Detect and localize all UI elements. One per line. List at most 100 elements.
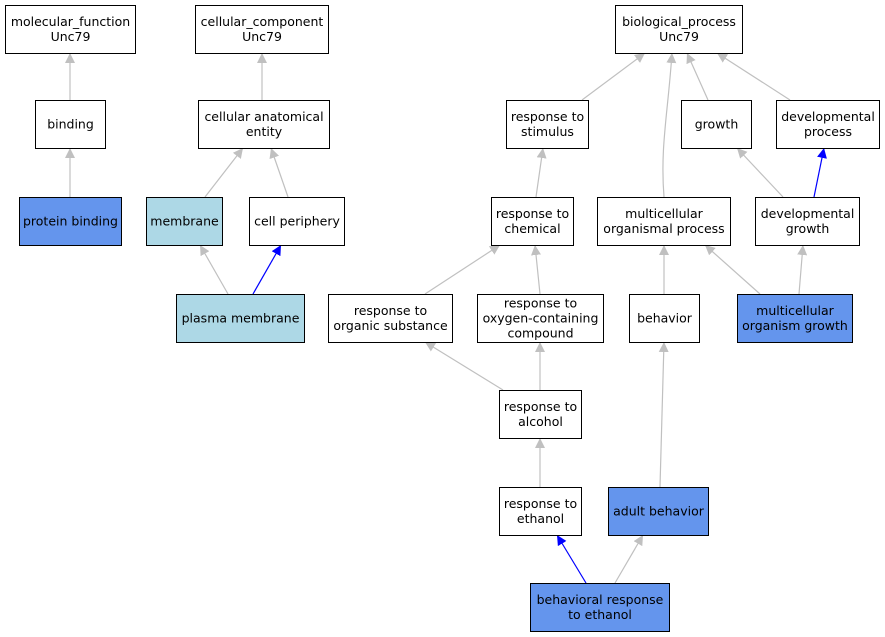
node-growth[interactable]: growth <box>681 100 752 149</box>
node-label-line: response to <box>496 206 569 221</box>
edge-developmental-growth-to-developmental-process <box>813 147 827 198</box>
node-box <box>506 100 589 149</box>
node-box <box>35 100 106 149</box>
node-plasma-membrane[interactable]: plasma membrane <box>176 294 305 343</box>
node-label-line: protein binding <box>23 214 118 229</box>
node-binding[interactable]: binding <box>35 100 106 149</box>
edge-response-to-stimulus-to-biological-process <box>581 52 646 101</box>
edge-cell-periphery-to-cellular-anatomical-entity <box>269 147 289 198</box>
node-label-line: response to <box>504 496 577 511</box>
node-label-line: entity <box>246 124 283 139</box>
node-box <box>491 197 574 246</box>
node-label-line: organism growth <box>742 318 848 333</box>
edge-multicellular-organism-growth-to-multicellular-organismal-process <box>704 244 761 295</box>
node-label-line: response to <box>504 399 577 414</box>
node-label-line: plasma membrane <box>182 311 300 326</box>
edge-multicellular-organismal-process-to-biological-process <box>662 52 677 198</box>
node-box <box>477 294 604 343</box>
edge-plasma-membrane-to-cell-periphery <box>252 244 282 295</box>
node-label-line: alcohol <box>518 414 563 429</box>
node-label-line: growth <box>786 221 830 236</box>
node-box <box>195 5 329 54</box>
node-box <box>499 390 582 439</box>
node-label-line: stimulus <box>521 124 574 139</box>
node-box <box>176 294 305 343</box>
node-box <box>629 294 700 343</box>
node-membrane[interactable]: membrane <box>146 197 223 246</box>
node-label-line: membrane <box>150 214 219 229</box>
node-label-line: response to <box>511 109 584 124</box>
node-label-line: oxygen-containing <box>483 311 599 326</box>
node-label-line: molecular_function <box>11 14 130 29</box>
node-box <box>5 5 136 54</box>
node-label-line: organismal process <box>603 221 724 236</box>
edge-membrane-to-cellular-anatomical-entity <box>204 147 244 198</box>
edge-adult-behavior-to-behavior <box>658 341 669 488</box>
node-label-line: process <box>804 124 852 139</box>
edge-developmental-process-to-biological-process <box>716 52 791 101</box>
node-label-line: cellular_component <box>201 14 324 29</box>
node-label-line: growth <box>695 117 739 132</box>
node-label-line: organic substance <box>333 318 448 333</box>
node-box <box>597 197 731 246</box>
node-protein-binding[interactable]: protein binding <box>19 197 122 246</box>
node-label-line: response to <box>504 296 577 311</box>
node-box <box>776 100 880 149</box>
edge-behavioral-response-to-ethanol-to-adult-behavior <box>614 534 644 584</box>
node-label-line: to ethanol <box>568 607 632 622</box>
node-behavior[interactable]: behavior <box>629 294 700 343</box>
node-label-line: adult behavior <box>613 504 705 519</box>
node-box <box>499 487 582 536</box>
node-box <box>681 100 752 149</box>
node-label-line: developmental <box>761 206 855 221</box>
node-box <box>608 487 709 536</box>
node-label-line: biological_process <box>622 14 736 29</box>
node-box <box>615 5 743 54</box>
node-label-line: multicellular <box>756 303 835 318</box>
node-box <box>146 197 223 246</box>
node-label-line: developmental <box>781 109 875 124</box>
node-box <box>530 583 670 632</box>
edge-response-to-alcohol-to-response-to-organic-substance <box>424 341 504 391</box>
node-cell-periphery[interactable]: cell periphery <box>249 197 345 246</box>
node-box <box>249 197 345 246</box>
node-box <box>198 100 330 149</box>
node-adult-behavior[interactable]: adult behavior <box>608 487 709 536</box>
node-label-line: multicellular <box>625 206 704 221</box>
node-label-line: behavioral response <box>537 592 664 607</box>
edges-layer <box>65 52 827 584</box>
edge-multicellular-organism-growth-to-developmental-growth <box>797 244 808 295</box>
node-label-line: binding <box>47 117 94 132</box>
edge-behavioral-response-to-ethanol-to-response-to-ethanol <box>556 534 587 584</box>
node-label-line: cell periphery <box>254 214 340 229</box>
node-box <box>328 294 453 343</box>
edge-plasma-membrane-to-membrane <box>199 244 229 295</box>
node-label-line: cellular anatomical <box>204 109 323 124</box>
node-box <box>19 197 122 246</box>
node-label-line: compound <box>507 326 573 341</box>
node-box <box>755 197 860 246</box>
node-label-line: Unc79 <box>242 29 282 44</box>
node-label-line: Unc79 <box>51 29 91 44</box>
edge-response-to-chemical-to-response-to-stimulus <box>535 147 547 198</box>
node-label-line: behavior <box>637 311 693 326</box>
edge-developmental-growth-to-growth <box>736 147 784 198</box>
node-label-line: ethanol <box>517 511 564 526</box>
